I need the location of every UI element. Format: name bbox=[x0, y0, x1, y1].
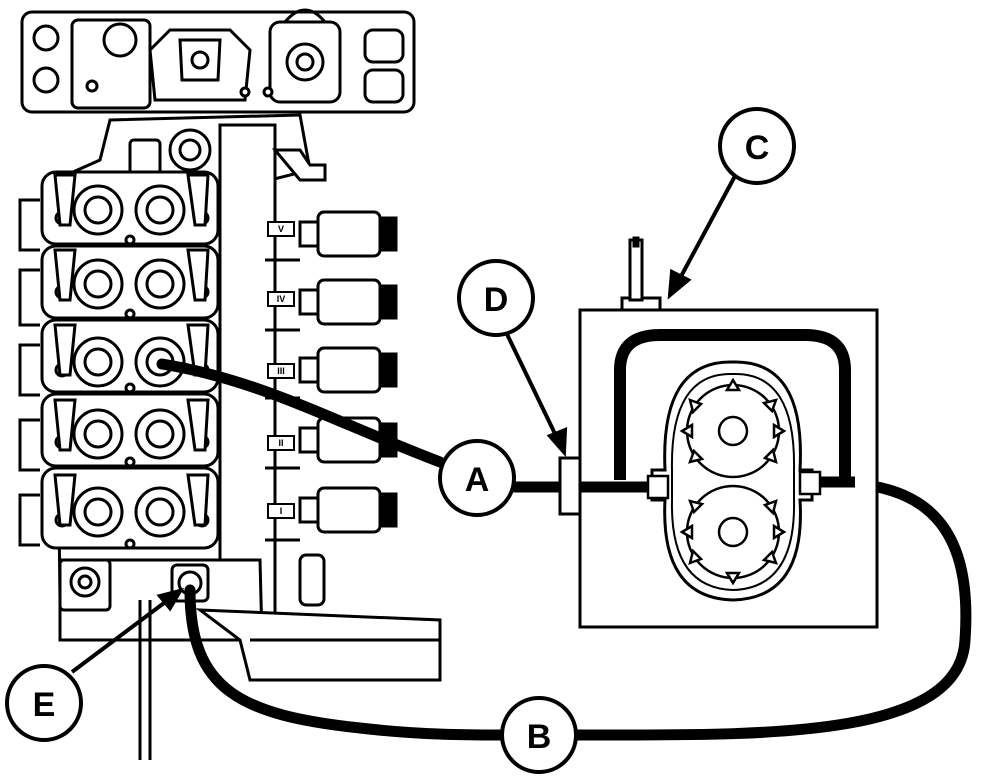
inlet-fitting bbox=[558, 456, 582, 516]
solenoid-5 bbox=[298, 486, 398, 534]
leader-lines bbox=[70, 175, 737, 674]
solenoid-3 bbox=[298, 346, 398, 394]
mounting-plate bbox=[20, 8, 416, 114]
flow-meter-stem bbox=[620, 236, 662, 312]
hose-b bbox=[184, 584, 506, 741]
svg-text:E: E bbox=[33, 686, 56, 724]
callout-e: E bbox=[5, 664, 83, 742]
section-mark-3: III bbox=[277, 366, 285, 376]
section-mark-2: II bbox=[278, 438, 283, 448]
lower-gear bbox=[679, 484, 787, 586]
callout-d: D bbox=[457, 259, 535, 337]
gear-pump bbox=[558, 236, 879, 629]
callout-b: B bbox=[500, 696, 578, 774]
callout-c: C bbox=[718, 107, 796, 185]
svg-text:D: D bbox=[484, 281, 509, 319]
section-mark-5: V bbox=[278, 224, 284, 234]
upper-gear bbox=[679, 377, 787, 479]
valve-section-2 bbox=[40, 244, 220, 320]
hoses bbox=[156, 358, 972, 741]
solenoid-1 bbox=[298, 210, 398, 258]
section-marks: V IV III II I bbox=[267, 221, 295, 519]
svg-text:A: A bbox=[465, 461, 490, 499]
hose-a bbox=[156, 358, 446, 468]
callout-a: A bbox=[438, 439, 516, 517]
return-tubes bbox=[18, 198, 40, 547]
valve-section-1 bbox=[40, 170, 220, 246]
svg-text:C: C bbox=[745, 129, 770, 167]
section-mark-4: IV bbox=[277, 294, 286, 304]
callouts: A B C D E bbox=[5, 107, 796, 774]
spool-levers bbox=[53, 173, 210, 527]
section-mark-1: I bbox=[280, 506, 283, 516]
svg-text:B: B bbox=[527, 718, 552, 756]
solenoid-2 bbox=[298, 278, 398, 326]
